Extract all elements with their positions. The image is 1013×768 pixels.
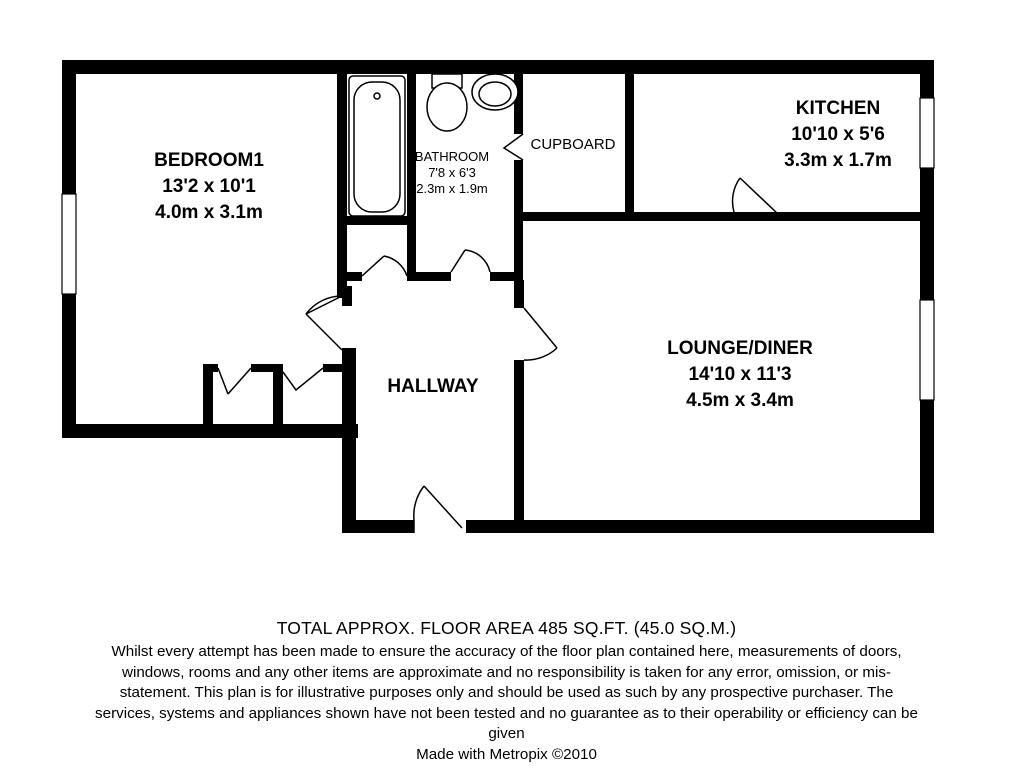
credit-text: Made with Metropix ©2010 <box>416 745 597 763</box>
room-cupboard: CUPBOARD <box>530 136 615 153</box>
wall-storage-bottom <box>342 272 362 281</box>
wall-lounge-left <box>514 280 524 308</box>
wardrobe-divider-1 <box>203 364 213 434</box>
door-kitchen <box>731 177 779 221</box>
wall-bathroom-right <box>514 74 523 134</box>
room-kitchen-metric: 3.3m x 1.7m <box>784 150 892 171</box>
wall-top <box>62 60 934 74</box>
wall-lounge-left-lower <box>514 360 524 533</box>
basin-inner <box>478 81 512 107</box>
wall-bath-right <box>407 74 416 279</box>
wall-bedroom-right <box>337 74 347 298</box>
window-bedroom <box>61 193 77 295</box>
room-bathroom-metric: 2.3m x 1.9m <box>416 181 488 196</box>
bathroom-fixtures <box>348 73 519 217</box>
walls <box>62 60 934 533</box>
room-cupboard-name: CUPBOARD <box>530 136 615 153</box>
window-kitchen <box>919 97 935 169</box>
wall-bath-bottom-right <box>490 272 523 281</box>
wall-kitchen-left <box>625 74 634 221</box>
doors <box>217 133 779 533</box>
room-kitchen-imperial: 10'10 x 5'6 <box>791 124 885 145</box>
room-bedroom: BEDROOM1 13'2 x 10'1 4.0m x 3.1m <box>154 150 264 223</box>
wardrobe-top-1 <box>203 364 218 372</box>
wall-right <box>920 60 934 533</box>
room-bedroom-name: BEDROOM1 <box>154 150 264 171</box>
wall-hall-top <box>342 286 352 306</box>
disclaimer-text: Whilst every attempt has been made to en… <box>95 643 918 742</box>
door-cupboard <box>502 133 524 161</box>
room-bathroom: BATHROOM 7'8 x 6'3 2.3m x 1.9m <box>415 149 489 196</box>
room-lounge-imperial: 14'10 x 11'3 <box>688 364 791 385</box>
door-bedroom <box>305 295 343 351</box>
wall-bottom-right <box>466 520 934 533</box>
wall-bath-bottom-mid <box>407 272 451 281</box>
window-lounge <box>919 299 935 401</box>
door-storage <box>361 255 408 277</box>
floor-plan: BEDROOM1 13'2 x 10'1 4.0m x 3.1m BATHROO… <box>61 60 935 533</box>
room-lounge: LOUNGE/DINER 14'10 x 11'3 4.5m x 3.4m <box>667 338 813 411</box>
footer: TOTAL APPROX. FLOOR AREA 485 SQ.FT. (45.… <box>0 616 1013 765</box>
room-hallway: HALLWAY <box>387 376 478 397</box>
room-hallway-name: HALLWAY <box>387 376 478 397</box>
door-wardrobe-1 <box>217 367 252 395</box>
room-bedroom-metric: 4.0m x 3.1m <box>155 202 263 223</box>
wall-bottom-left <box>342 520 414 533</box>
room-bathroom-name: BATHROOM <box>415 149 489 164</box>
wall-bath-bottom <box>342 216 416 225</box>
room-kitchen-name: KITCHEN <box>796 98 880 119</box>
room-bathroom-imperial: 7'8 x 6'3 <box>428 165 476 180</box>
bathtub-drain <box>373 92 381 100</box>
wall-bathroom-right-lower <box>514 160 523 300</box>
door-lounge <box>523 307 558 361</box>
windows <box>61 97 935 401</box>
room-lounge-metric: 4.5m x 3.4m <box>686 390 794 411</box>
wardrobe-top-2 <box>251 364 283 372</box>
wall-lounge-top <box>514 212 740 221</box>
door-entrance <box>413 485 463 533</box>
bathtub-inner <box>353 81 401 213</box>
wardrobe-divider-2 <box>273 364 283 434</box>
wardrobe-top-3 <box>323 364 353 372</box>
room-lounge-name: LOUNGE/DINER <box>667 338 813 359</box>
room-kitchen: KITCHEN 10'10 x 5'6 3.3m x 1.7m <box>784 98 892 171</box>
room-bedroom-imperial: 13'2 x 10'1 <box>162 176 256 197</box>
wall-bedroom-right-lower <box>342 348 356 438</box>
total-floor-area: TOTAL APPROX. FLOOR AREA 485 SQ.FT. (45.… <box>276 618 737 638</box>
door-wardrobe-2 <box>282 367 324 392</box>
door-bathroom <box>450 249 491 273</box>
toilet-bowl <box>426 82 468 132</box>
